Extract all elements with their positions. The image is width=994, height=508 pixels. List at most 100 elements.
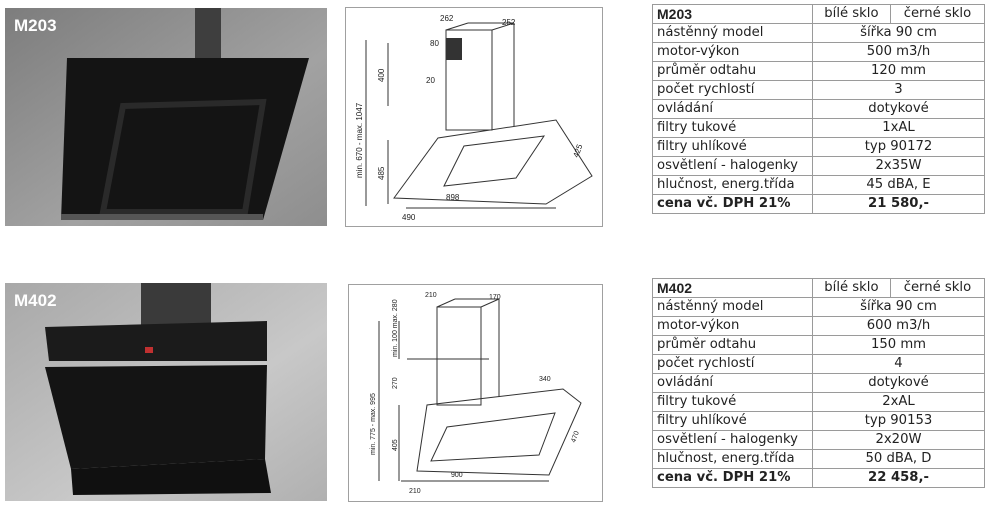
m402-variant-black: černé sklo: [889, 278, 986, 298]
m203-dim-upper-height: 400: [377, 68, 386, 82]
m402-dim-width: 900: [451, 472, 463, 479]
spec-label: osvětlení - halogenky: [652, 430, 813, 450]
m402-product-photo: M402: [5, 283, 327, 501]
m402-dim-depth2: 340: [539, 376, 551, 383]
spec-value: typ 90172: [812, 137, 985, 157]
m402-price-row: cena vč. DPH 21%22 458,-: [652, 468, 985, 488]
price-label: cena vč. DPH 21%: [652, 194, 813, 214]
m402-dimension-drawing: 210 170 340 900 210 min. 100 max. 280 27…: [348, 284, 603, 502]
spec-label: počet rychlostí: [652, 80, 813, 100]
m402-dim-depth: 210: [409, 488, 421, 495]
m402-dim-upper-range: min. 100 max. 280: [392, 299, 399, 357]
spec-value: 120 mm: [812, 61, 985, 81]
spec-value: šířka 90 cm: [812, 23, 985, 43]
spec-label: motor-výkon: [652, 42, 813, 62]
spec-value: dotykové: [812, 99, 985, 119]
spec-value: 150 mm: [812, 335, 985, 355]
m203-spec-header-row: M203 bílé sklo černé sklo: [652, 4, 986, 24]
spec-label: průměr odtahu: [652, 335, 813, 355]
m203-dim-top-width: 262: [440, 14, 454, 23]
m402-dim-hood-height: 405: [392, 439, 399, 451]
m203-dim-depth: 490: [402, 213, 416, 222]
spec-label: osvětlení - halogenky: [652, 156, 813, 176]
m203-product-photo: M203: [5, 8, 327, 226]
spec-value: 2xAL: [812, 392, 985, 412]
m203-drawing-svg: 262 252 80 20 898 490 400 485 min. 670 -…: [355, 14, 593, 222]
m402-dim-total-range: min. 775 - max. 995: [370, 393, 377, 455]
spec-label: filtry uhlíkové: [652, 137, 813, 157]
m203-photo-label: M203: [14, 16, 57, 35]
m402-spec-table: M402 bílé sklo černé sklo nástěnný model…: [652, 278, 986, 488]
m203-dim-hood-height: 485: [377, 166, 386, 180]
m203-spec-table: M203 bílé sklo černé sklo nástěnný model…: [652, 4, 986, 214]
spec-label: nástěnný model: [652, 23, 813, 43]
m402-model-name: M402: [652, 278, 813, 298]
spec-label: hlučnost, energ.třída: [652, 449, 813, 469]
spec-label: filtry tukové: [652, 392, 813, 412]
spec-label: ovládání: [652, 373, 813, 393]
m402-dim-slant: 470: [570, 430, 581, 443]
m203-dim-slant: 425: [571, 143, 584, 159]
m402-dim-top-width: 210: [425, 292, 437, 299]
m203-dim-total-range: min. 670 - max. 1047: [355, 102, 364, 178]
m402-spec-header-row: M402 bílé sklo černé sklo: [652, 278, 986, 298]
m203-dim-offset: 80: [430, 39, 439, 48]
m402-variant-white: bílé sklo: [812, 278, 891, 298]
m203-price-row: cena vč. DPH 21%21 580,-: [652, 194, 985, 214]
m203-dim-top-depth: 252: [502, 18, 516, 27]
spec-value: dotykové: [812, 373, 985, 393]
m203-variant-black: černé sklo: [889, 4, 986, 24]
m203-model-name: M203: [652, 4, 813, 24]
m402-photo-label: M402: [14, 291, 57, 310]
spec-label: hlučnost, energ.třída: [652, 175, 813, 195]
spec-label: průměr odtahu: [652, 61, 813, 81]
spec-value: 4: [812, 354, 985, 374]
m402-dim-top-depth: 170: [489, 294, 501, 301]
spec-value: 3: [812, 80, 985, 100]
spec-value: 1xAL: [812, 118, 985, 138]
spec-label: filtry uhlíkové: [652, 411, 813, 431]
m203-dimension-drawing: 262 252 80 20 898 490 400 485 min. 670 -…: [345, 7, 603, 227]
m203-variant-white: bílé sklo: [812, 4, 891, 24]
spec-label: filtry tukové: [652, 118, 813, 138]
m402-hood-illustration: [5, 283, 327, 501]
m203-hood-illustration: [5, 8, 327, 226]
spec-label: počet rychlostí: [652, 354, 813, 374]
price-label: cena vč. DPH 21%: [652, 468, 813, 488]
price-value: 22 458,-: [812, 468, 985, 488]
spec-label: nástěnný model: [652, 297, 813, 317]
price-value: 21 580,-: [812, 194, 985, 214]
spec-value: 600 m3/h: [812, 316, 985, 336]
spec-value: 50 dBA, D: [812, 449, 985, 469]
m402-drawing-svg: 210 170 340 900 210 min. 100 max. 280 27…: [370, 292, 582, 495]
spec-label: motor-výkon: [652, 316, 813, 336]
spec-value: typ 90153: [812, 411, 985, 431]
m203-dim-width: 898: [446, 193, 460, 202]
spec-value: 2x20W: [812, 430, 985, 450]
spec-value: šířka 90 cm: [812, 297, 985, 317]
spec-value: 2x35W: [812, 156, 985, 176]
m402-dim-gap: 270: [392, 377, 399, 389]
spec-value: 500 m3/h: [812, 42, 985, 62]
spec-value: 45 dBA, E: [812, 175, 985, 195]
spec-label: ovládání: [652, 99, 813, 119]
m203-dim-gap: 20: [426, 76, 435, 85]
